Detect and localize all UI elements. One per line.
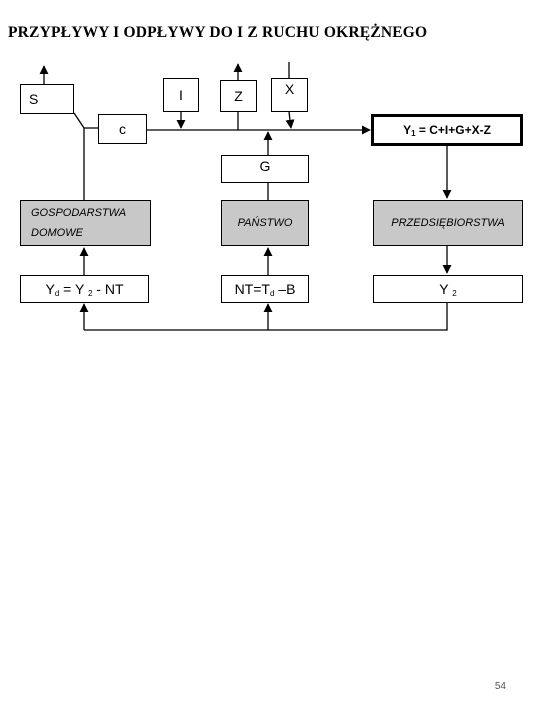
households-label-line1: GOSPODARSTWA: [31, 207, 127, 219]
consumption-label: c: [119, 121, 126, 137]
s-to-c-link: [73, 112, 98, 129]
page-number: 54: [494, 681, 506, 692]
investment-label: I: [179, 87, 183, 103]
imports-label: Z: [234, 88, 243, 104]
disposable-income-box: Yd = Y 2 - NT: [20, 275, 149, 303]
savings-box: S: [20, 84, 74, 114]
exports-box: X: [271, 78, 308, 112]
imports-box: Z: [220, 80, 257, 112]
firms-label: PRZEDSIĘBIORSTWA: [391, 217, 505, 229]
income-loop-line: [84, 303, 448, 331]
income-y2-label: Y 2: [439, 280, 457, 298]
consumption-box: c: [98, 114, 147, 144]
disposable-income-label: Yd = Y 2 - NT: [45, 280, 124, 298]
output-y1-label: Y1 = C+I+G+X-Z: [403, 122, 491, 138]
households-box: GOSPODARSTWA DOMOWE: [20, 200, 151, 246]
households-label-line2: DOMOWE: [31, 227, 83, 239]
page-title: PRZYPŁYWY I ODPŁYWY DO I Z RUCHU OKRĘŻNE…: [8, 24, 428, 41]
x-to-main-arrow: [285, 111, 295, 129]
firms-box: PRZEDSIĘBIORSTWA: [373, 200, 523, 246]
state-label: PAŃSTWO: [237, 217, 293, 229]
savings-label: S: [29, 91, 39, 107]
investment-box: I: [163, 78, 199, 112]
government-spending-label: G: [259, 158, 271, 174]
net-taxes-label: NT=Td –B: [234, 280, 296, 298]
government-spending-box: G: [221, 155, 309, 183]
net-taxes-box: NT=Td –B: [221, 275, 309, 303]
income-y2-box: Y 2: [373, 275, 523, 303]
exports-label: X: [284, 81, 295, 97]
state-box: PAŃSTWO: [221, 200, 309, 246]
output-y1-box: Y1 = C+I+G+X-Z: [371, 114, 523, 146]
